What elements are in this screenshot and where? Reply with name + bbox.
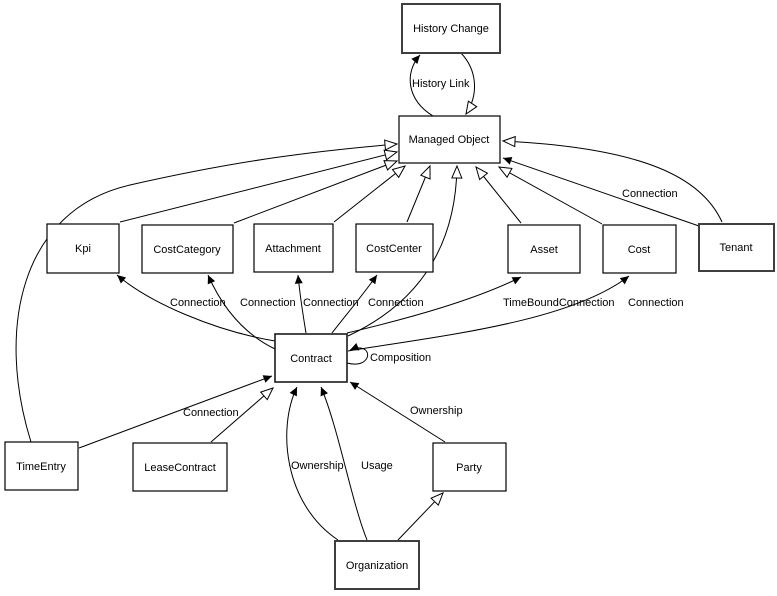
node-managed-object-box <box>398 115 501 164</box>
node-history-change-label: History Change <box>413 23 489 35</box>
edge-association-timeboundconnection-asset[interactable] <box>346 276 522 334</box>
edge-label-connection-cost: Connection <box>628 297 684 309</box>
node-party-box <box>432 442 507 492</box>
node-attachment-box <box>253 223 334 273</box>
node-contract[interactable]: Contract <box>274 333 348 383</box>
edge-label-connection-attachment: Connection <box>303 297 359 309</box>
node-managed-object-label: Managed Object <box>409 134 490 146</box>
node-contract-label: Contract <box>290 353 332 365</box>
edge-generalization-kpi-managedobject[interactable] <box>119 149 399 223</box>
node-lease-contract-box <box>132 442 228 492</box>
node-cost[interactable]: Cost <box>602 224 677 274</box>
node-time-entry[interactable]: TimeEntry <box>4 441 79 491</box>
node-kpi-box <box>46 223 120 274</box>
node-party[interactable]: Party <box>432 442 507 492</box>
edge-generalization-historychange-managedobject[interactable] <box>460 52 478 116</box>
edge-label-ownership-organization: Ownership <box>291 460 344 472</box>
edge-label-connection-costcenter: Connection <box>368 297 424 309</box>
node-cost-box <box>602 224 677 274</box>
edge-association-usage-organization-contract[interactable] <box>320 386 368 541</box>
node-cost-category-label: CostCategory <box>153 244 221 256</box>
edge-association-ownership-organization-contract[interactable] <box>286 386 339 541</box>
node-cost-category[interactable]: CostCategory <box>141 224 234 274</box>
edge-association-connection-cost[interactable] <box>347 275 630 352</box>
edge-label-connection-costcategory: Connection <box>240 297 296 309</box>
edge-label-history-link: History Link <box>412 78 470 90</box>
node-cost-label: Cost <box>628 244 651 256</box>
edge-generalization-tenant-managedobject[interactable] <box>501 135 723 223</box>
edge-generalization-organization-party[interactable] <box>397 492 444 541</box>
edge-generalization-costcenter-managedobject[interactable] <box>406 164 431 223</box>
edge-association-composition-self-loop[interactable] <box>346 343 369 365</box>
edge-association-connection-timeentry-contract[interactable] <box>78 375 273 449</box>
node-asset-label: Asset <box>530 244 558 256</box>
edge-generalization-leasecontract-contract[interactable] <box>210 387 274 443</box>
node-cost-center[interactable]: CostCenter <box>355 223 434 273</box>
edge-association-ownership-party-contract[interactable] <box>349 381 446 443</box>
edge-generalization-timeentry-managedobject[interactable] <box>15 139 399 443</box>
edge-association-connection-costcenter[interactable] <box>331 274 378 334</box>
edge-association-connection-kpi[interactable] <box>116 274 276 342</box>
node-attachment[interactable]: Attachment <box>253 223 334 273</box>
node-asset-box <box>507 224 581 274</box>
node-lease-contract[interactable]: LeaseContract <box>132 442 228 492</box>
edge-association-connection-tenant[interactable] <box>502 157 700 227</box>
edge-label-usage: Usage <box>361 460 393 472</box>
node-attachment-label: Attachment <box>265 243 321 255</box>
node-organization-label: Organization <box>346 560 408 572</box>
node-time-entry-label: TimeEntry <box>16 461 66 473</box>
node-party-label: Party <box>456 462 482 474</box>
edge-label-connection-timeentry: Connection <box>183 407 239 419</box>
edge-generalization-costcategory-managedobject[interactable] <box>233 160 399 224</box>
node-organization-box <box>334 540 420 590</box>
edge-generalization-attachment-managedobject[interactable] <box>333 165 407 223</box>
node-cost-center-label: CostCenter <box>366 243 422 255</box>
node-history-change-box <box>401 3 501 54</box>
edge-label-connection-tenant: Connection <box>622 188 678 200</box>
edge-association-history-link[interactable] <box>409 54 434 117</box>
node-cost-category-box <box>141 224 234 274</box>
node-managed-object[interactable]: Managed Object <box>398 115 501 164</box>
node-asset[interactable]: Asset <box>507 224 581 274</box>
node-lease-contract-label: LeaseContract <box>144 462 216 474</box>
node-history-change[interactable]: History Change <box>401 3 501 54</box>
node-tenant-box <box>698 223 775 272</box>
edge-association-connection-costcategory[interactable] <box>207 274 276 350</box>
node-time-entry-box <box>4 441 79 491</box>
edge-label-ownership-party: Ownership <box>410 405 463 417</box>
edge-label-timeboundconnection: TimeBoundConnection <box>503 297 615 309</box>
node-contract-box <box>274 333 348 383</box>
node-tenant[interactable]: Tenant <box>698 223 775 272</box>
edge-label-composition: Composition <box>370 352 431 364</box>
node-kpi[interactable]: Kpi <box>46 223 120 274</box>
node-tenant-label: Tenant <box>719 242 752 254</box>
edge-association-connection-attachment[interactable] <box>294 274 307 334</box>
edge-generalization-cost-managedobject[interactable] <box>497 166 603 225</box>
node-cost-center-box <box>355 223 434 273</box>
node-organization[interactable]: Organization <box>334 540 420 590</box>
node-kpi-label: Kpi <box>75 243 91 255</box>
edge-label-connection-kpi: Connection <box>170 297 226 309</box>
edge-generalization-asset-managedobject[interactable] <box>475 165 522 224</box>
